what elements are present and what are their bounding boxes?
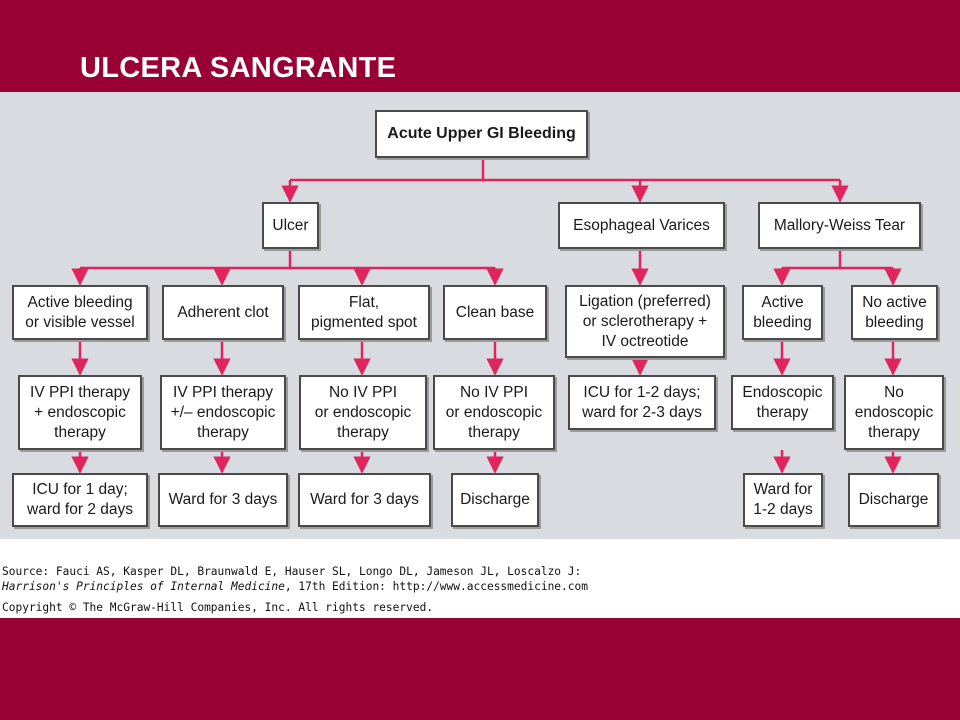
source-citation: Source: Fauci AS, Kasper DL, Braunwald E… <box>2 564 588 615</box>
node-flat-no-ivppi: No IV PPI or endoscopic therapy <box>299 375 427 450</box>
node-mw-active-bleeding: Active bleeding <box>742 285 823 340</box>
node-ivppi-plusminus-endoscopic: IV PPI therapy +/– endoscopic therapy <box>160 375 286 450</box>
node-flat-ward-3-days: Ward for 3 days <box>298 473 431 527</box>
node-clean-base: Clean base <box>443 285 547 340</box>
source-line: Source: Fauci AS, Kasper DL, Braunwald E… <box>2 565 582 578</box>
node-adherent-clot: Adherent clot <box>162 285 284 340</box>
source-book-edition: , 17th Edition: http://www.accessmedicin… <box>284 580 588 593</box>
node-mw-discharge: Discharge <box>848 473 939 527</box>
node-clot-ward-3-days: Ward for 3 days <box>158 473 288 527</box>
node-icu-1-day: ICU for 1 day; ward for 2 days <box>12 473 148 527</box>
node-clean-no-ivppi: No IV PPI or endoscopic therapy <box>433 375 555 450</box>
flowchart-panel: Acute Upper GI Bleeding Ulcer Esophageal… <box>0 92 960 539</box>
node-mw-no-endoscopic-therapy: No endoscopic therapy <box>844 375 944 450</box>
node-esophageal-varices: Esophageal Varices <box>558 202 725 249</box>
node-active-bleeding-visible-vessel: Active bleeding or visible vessel <box>12 285 148 340</box>
source-book-line: Harrison's Principles of Internal Medici… <box>2 579 588 594</box>
node-acute-upper-gi-bleeding: Acute Upper GI Bleeding <box>375 110 588 158</box>
node-clean-discharge: Discharge <box>451 473 539 527</box>
flowchart-figure: Acute Upper GI Bleeding Ulcer Esophageal… <box>0 92 960 618</box>
connector-lines <box>71 158 902 474</box>
node-flat-pigmented-spot: Flat, pigmented spot <box>298 285 430 340</box>
node-mw-no-active-bleeding: No active bleeding <box>851 285 938 340</box>
slide-title: ULCERA SANGRANTE <box>80 52 397 84</box>
copyright-line: Copyright © The McGraw-Hill Companies, I… <box>2 601 434 614</box>
node-mw-ward-1-2-days: Ward for 1-2 days <box>743 473 823 527</box>
node-mw-endoscopic-therapy: Endoscopic therapy <box>731 375 834 430</box>
node-ivppi-endoscopic: IV PPI therapy + endoscopic therapy <box>18 375 142 450</box>
node-ulcer: Ulcer <box>262 202 319 249</box>
source-book-title: Harrison's Principles of Internal Medici… <box>2 580 285 593</box>
node-ligation-sclerotherapy: Ligation (preferred) or sclerotherapy + … <box>565 285 725 358</box>
node-varices-icu: ICU for 1-2 days; ward for 2-3 days <box>568 375 716 430</box>
node-mallory-weiss-tear: Mallory-Weiss Tear <box>758 202 921 249</box>
